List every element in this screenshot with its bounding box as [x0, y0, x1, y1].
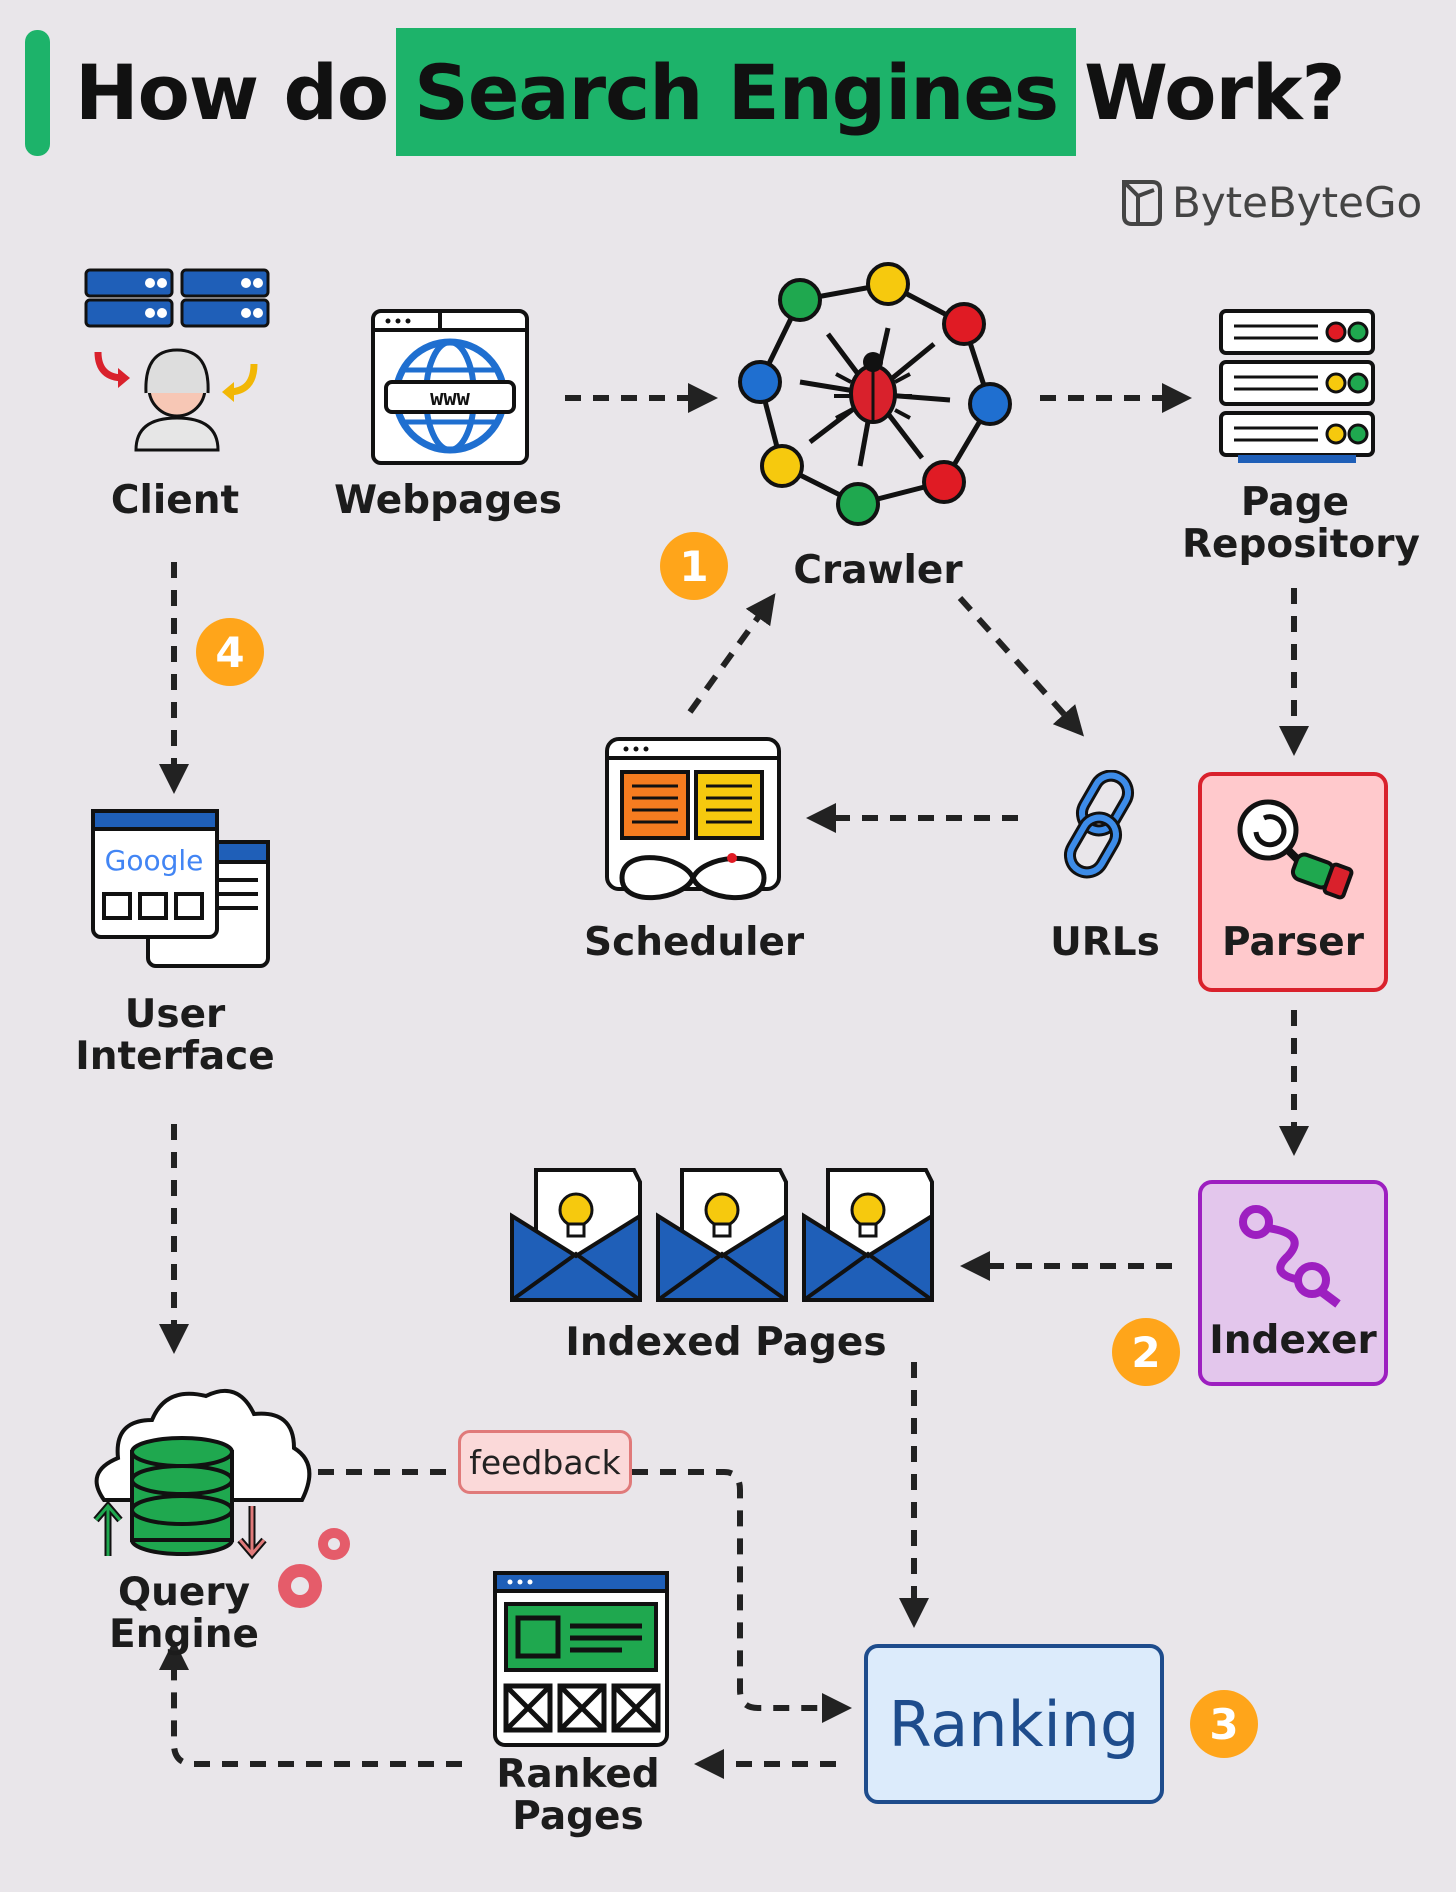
- indexer-node: [1198, 1180, 1388, 1386]
- feedback-label: feedback: [469, 1442, 621, 1482]
- webpages-label: Webpages: [334, 478, 562, 523]
- step-4-badge: 4: [196, 618, 264, 686]
- indexer-label: Indexer: [1209, 1318, 1377, 1363]
- indexed-pages-label: Indexed Pages: [565, 1320, 887, 1365]
- step-1-badge: 1: [660, 532, 728, 600]
- parser-label: Parser: [1222, 920, 1364, 965]
- search-path-icon: [1239, 1205, 1341, 1308]
- user-interface-label: User Interface: [75, 992, 275, 1080]
- arrow-crawler-to-urls: [957, 595, 1085, 737]
- www-text: www: [430, 386, 470, 411]
- arrow-ranked-to-query: [159, 1640, 462, 1767]
- ranking-label: Ranking: [888, 1687, 1140, 1761]
- ranked-pages-icon: [493, 1571, 669, 1747]
- parser-node: [1198, 772, 1388, 992]
- brand-logo: ByteByteGo: [1118, 176, 1422, 228]
- google-text: Google: [105, 844, 204, 877]
- step-2-badge: 2: [1112, 1318, 1180, 1386]
- webpages-icon: www: [371, 309, 529, 465]
- arrow-scheduler-to-crawler: [687, 593, 776, 714]
- client-icon: [84, 268, 270, 452]
- scheduler-icon: [605, 737, 781, 901]
- query-engine-label: Query Engine: [109, 1570, 259, 1658]
- title-post: Work?: [1084, 47, 1345, 137]
- user-interface-icon: Google: [91, 809, 270, 968]
- link-icon: [1064, 770, 1134, 879]
- crawler-label: Crawler: [793, 548, 963, 593]
- page-repository-icon: [1219, 309, 1375, 463]
- arrow-query-feedback-to-ranking: [290, 1469, 846, 1708]
- feedback-tag: feedback: [458, 1430, 632, 1494]
- ranked-pages-label: Ranked Pages: [496, 1752, 660, 1840]
- crawler-icon: [738, 262, 1012, 526]
- ranking-node: Ranking: [864, 1644, 1164, 1804]
- page-title: How do Search Engines Work?: [75, 28, 1346, 156]
- query-engine-icon: [93, 1388, 350, 1608]
- urls-label: URLs: [1050, 920, 1160, 965]
- step-3-badge: 3: [1190, 1690, 1258, 1758]
- bytebytego-logo-icon: [1122, 180, 1162, 226]
- scheduler-label: Scheduler: [584, 920, 805, 965]
- title-highlight: Search Engines: [396, 28, 1077, 156]
- title-accent-bar: [25, 30, 50, 156]
- magnifier-hand-icon: [1237, 799, 1354, 900]
- indexed-pages-icon: [510, 1168, 934, 1302]
- title-pre: How do: [75, 47, 389, 137]
- page-repository-label: Page Repository: [1182, 480, 1420, 568]
- client-label: Client: [110, 478, 240, 523]
- brand-name: ByteByteGo: [1172, 177, 1423, 227]
